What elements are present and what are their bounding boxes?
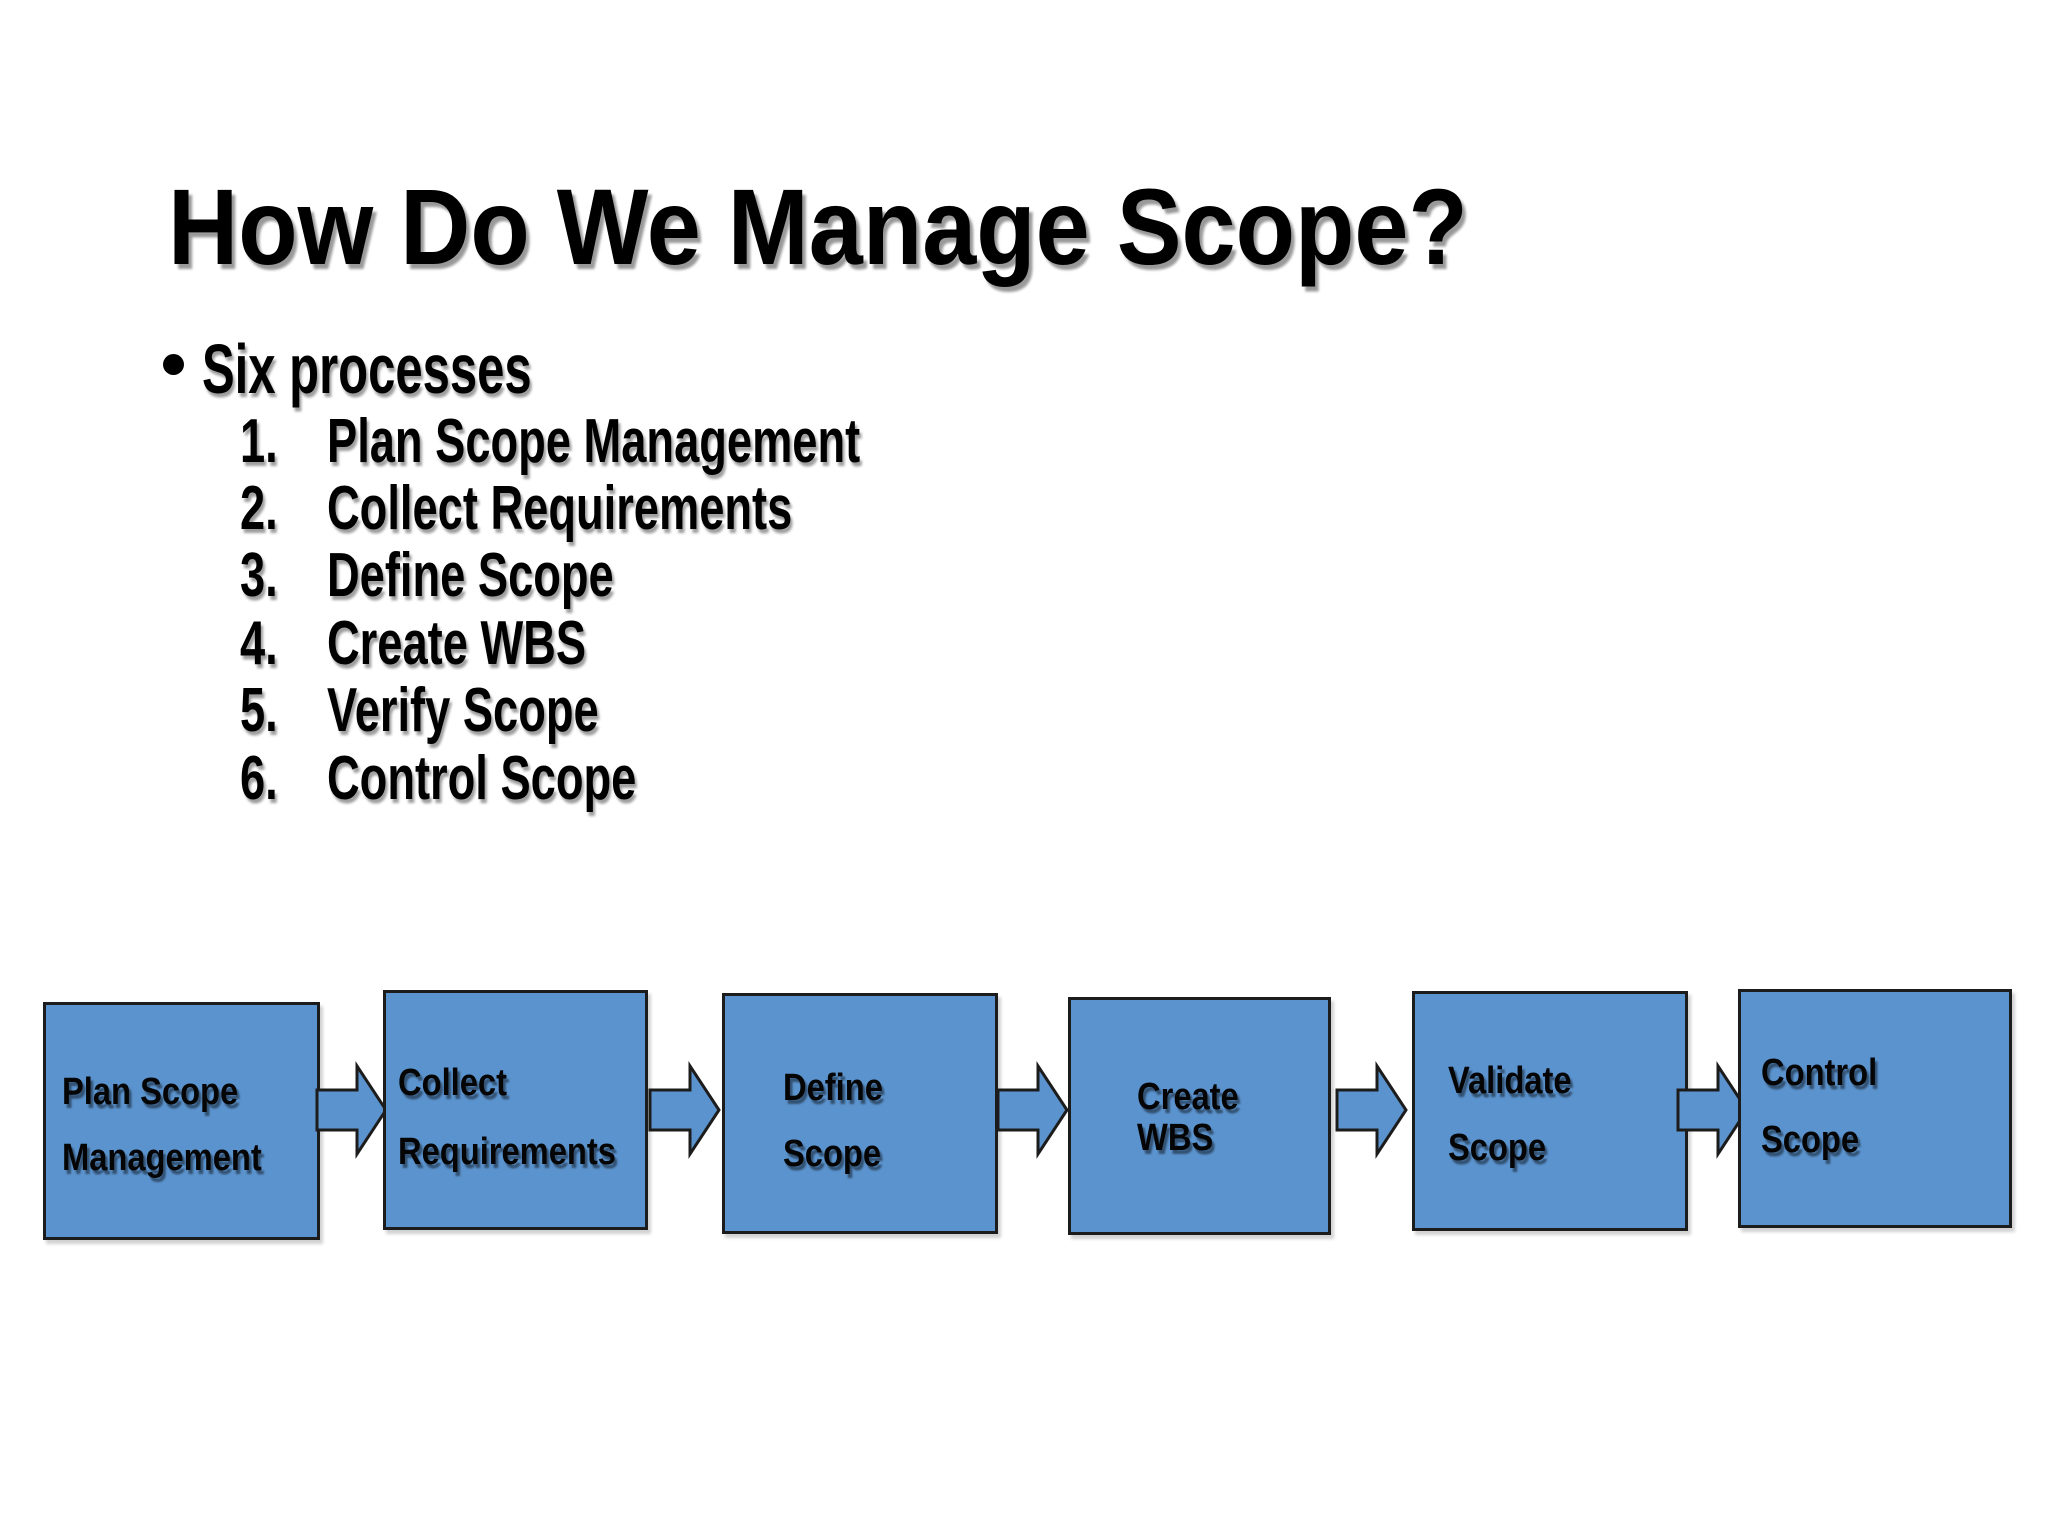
flow-box-label-line1: Collect bbox=[398, 1062, 507, 1104]
flow-box-label-line2: Scope bbox=[1761, 1119, 1860, 1161]
list-item-number: 2. bbox=[240, 474, 278, 544]
flow-box-label-line2: Scope bbox=[783, 1133, 882, 1175]
list-item-number: 1. bbox=[240, 406, 278, 476]
list-item-number: 6. bbox=[240, 743, 278, 813]
flow-box-create-wbs: Create WBS bbox=[1068, 997, 1331, 1235]
flow-box-label-line2: Management bbox=[62, 1137, 262, 1179]
list-item-label: Verify Scope bbox=[327, 676, 599, 746]
list-item-label: Plan Scope Management bbox=[327, 406, 861, 476]
page-title-text: How Do We Manage Scope? bbox=[168, 166, 1468, 287]
flow-box-label-line2: WBS bbox=[1137, 1117, 1214, 1159]
list-item-label: Collect Requirements bbox=[327, 474, 793, 544]
bullet-item-label: Six processes bbox=[202, 330, 532, 408]
list-item-create-wbs: 4. Create WBS bbox=[0, 610, 1400, 677]
flow-box-label-line2: Requirements bbox=[398, 1131, 616, 1173]
list-item-label: Define Scope bbox=[327, 541, 614, 611]
list-item-plan-scope-management: 1. Plan Scope Management bbox=[0, 408, 1400, 475]
list-item-number: 5. bbox=[240, 676, 278, 746]
bullet-item: Six processes bbox=[202, 334, 1202, 404]
arrow-right-icon bbox=[648, 1061, 721, 1159]
list-item-define-scope: 3. Define Scope bbox=[0, 543, 1400, 610]
list-item-label: Create WBS bbox=[327, 608, 587, 678]
flow-box-label-line1: Create bbox=[1137, 1076, 1239, 1118]
page-title: How Do We Manage Scope? bbox=[168, 166, 1868, 287]
flow-box-validate-scope: Validate Scope bbox=[1412, 991, 1688, 1231]
arrow-right-icon bbox=[1676, 1061, 1749, 1159]
bullet-icon bbox=[163, 354, 184, 375]
flow-box-label-line2: Scope bbox=[1448, 1127, 1547, 1169]
list-item-number: 3. bbox=[240, 541, 278, 611]
list-item-label: Control Scope bbox=[327, 743, 637, 813]
arrow-right-icon bbox=[996, 1061, 1069, 1159]
flow-box-label-line1: Define bbox=[783, 1067, 883, 1109]
list-item-collect-requirements: 2. Collect Requirements bbox=[0, 475, 1400, 542]
flow-box-control-scope: Control Scope bbox=[1738, 989, 2012, 1228]
flow-box-collect-requirements: Collect Requirements bbox=[383, 990, 648, 1230]
arrow-right-icon bbox=[315, 1061, 388, 1159]
flow-box-plan-scope-management: Plan Scope Management bbox=[43, 1002, 320, 1240]
flow-box-label-line1: Control bbox=[1761, 1052, 1878, 1094]
list-item-verify-scope: 5. Verify Scope bbox=[0, 678, 1400, 745]
list-item-control-scope: 6. Control Scope bbox=[0, 745, 1400, 812]
flow-box-define-scope: Define Scope bbox=[722, 993, 998, 1234]
arrow-right-icon bbox=[1335, 1061, 1408, 1159]
flow-box-label-line1: Plan Scope bbox=[62, 1071, 239, 1113]
list-item-number: 4. bbox=[240, 608, 278, 678]
flow-box-label-line1: Validate bbox=[1448, 1060, 1572, 1102]
process-list: 1. Plan Scope Management 2. Collect Requir… bbox=[0, 408, 1400, 812]
